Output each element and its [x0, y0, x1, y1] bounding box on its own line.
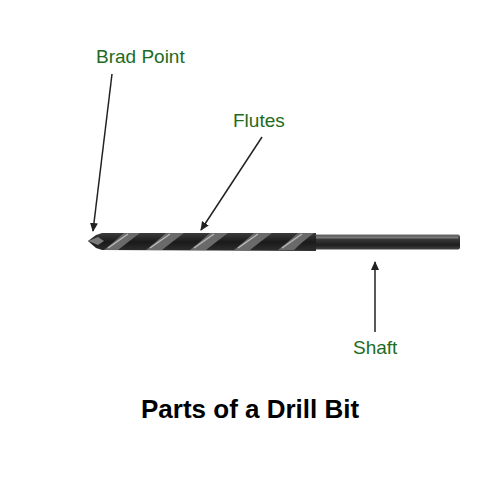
part-label: Shaft: [353, 337, 397, 360]
brad-point-tip: [88, 237, 104, 245]
part-label: Flutes: [233, 110, 285, 133]
drill-shaft: [312, 235, 460, 250]
drill-fluted-body: [88, 233, 316, 251]
leader-line: [93, 74, 112, 231]
flute-lands: [104, 233, 314, 250]
leader-line: [374, 262, 376, 332]
shaft-highlight: [316, 237, 458, 239]
diagram-title: Parts of a Drill Bit: [141, 394, 359, 425]
part-label: Brad Point: [96, 46, 185, 69]
leader-line: [201, 137, 262, 230]
flute-highlights: [108, 234, 302, 248]
